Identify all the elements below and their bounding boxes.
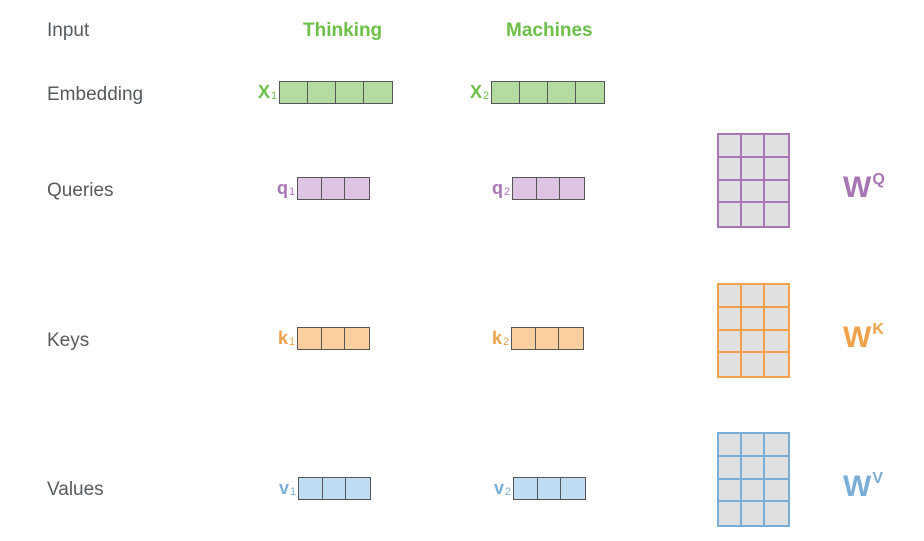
- query-label-q2: q2: [492, 178, 511, 198]
- vector-cell: [492, 82, 521, 103]
- matrix-cell: [765, 135, 788, 158]
- matrix-cell: [719, 456, 742, 480]
- key-cells-k2: [511, 327, 584, 350]
- vector-cell: [576, 82, 605, 103]
- matrix-cell: [719, 330, 742, 354]
- matrix-cell: [742, 180, 765, 204]
- matrix-cell: [765, 502, 788, 525]
- matrix-cell: [742, 307, 765, 331]
- matrix-cell: [719, 135, 742, 158]
- matrix-cell: [742, 479, 765, 503]
- matrix-cell: [765, 353, 788, 376]
- embedding-cells-x2: [491, 81, 606, 104]
- matrix-cell: [742, 157, 765, 181]
- vector-cell: [560, 178, 584, 199]
- value-cells-v2: [513, 477, 586, 500]
- vector-cell: [345, 328, 369, 349]
- weight-label-key: WK: [843, 321, 884, 354]
- weight-matrix-query: [717, 133, 790, 228]
- row-label-input: Input: [47, 20, 90, 41]
- key-label-k2: k2: [492, 328, 510, 348]
- matrix-cell: [765, 331, 788, 354]
- key-vector-k1: k1: [278, 327, 370, 350]
- query-vector-q2: q2: [492, 177, 585, 200]
- matrix-cell: [742, 330, 765, 354]
- vector-cell: [512, 328, 536, 349]
- matrix-cell: [719, 203, 742, 226]
- matrix-cell: [765, 158, 788, 181]
- vector-cell: [559, 328, 583, 349]
- matrix-cell: [765, 285, 788, 308]
- vector-cell: [280, 82, 309, 103]
- key-vector-k2: k2: [492, 327, 584, 350]
- matrix-cell: [719, 307, 742, 331]
- vector-cell: [561, 478, 585, 499]
- key-cells-k1: [297, 327, 370, 350]
- vector-cell: [346, 478, 370, 499]
- matrix-cell: [719, 180, 742, 204]
- query-vector-q1: q1: [277, 177, 370, 200]
- matrix-cell: [719, 353, 742, 376]
- matrix-cell: [719, 479, 742, 503]
- vector-cell: [513, 178, 537, 199]
- vector-cell: [321, 328, 346, 349]
- matrix-cell: [719, 285, 742, 308]
- vector-cell: [345, 178, 369, 199]
- row-label-queries: Queries: [47, 180, 114, 201]
- embedding-cells-x1: [279, 81, 394, 104]
- input-word-machines: Machines: [506, 20, 593, 41]
- embedding-label-x1: X1: [258, 82, 278, 102]
- embedding-label-x2: X2: [470, 82, 490, 102]
- vector-cell: [535, 328, 560, 349]
- matrix-cell: [742, 203, 765, 226]
- matrix-cell: [765, 181, 788, 204]
- vector-cell: [520, 82, 549, 103]
- query-label-q1: q1: [277, 178, 296, 198]
- vector-cell: [299, 478, 323, 499]
- key-label-k1: k1: [278, 328, 296, 348]
- vector-cell: [536, 178, 561, 199]
- matrix-cell: [719, 434, 742, 457]
- matrix-cell: [765, 457, 788, 480]
- query-cells-q1: [297, 177, 370, 200]
- matrix-cell: [742, 434, 765, 457]
- matrix-cell: [742, 135, 765, 158]
- matrix-cell: [742, 456, 765, 480]
- weight-matrix-key: [717, 283, 790, 378]
- row-label-keys: Keys: [47, 330, 90, 351]
- vector-cell: [537, 478, 562, 499]
- matrix-cell: [742, 285, 765, 308]
- vector-cell: [298, 178, 322, 199]
- value-cells-v1: [298, 477, 371, 500]
- value-label-v1: v1: [279, 478, 297, 498]
- query-cells-q2: [512, 177, 585, 200]
- matrix-cell: [719, 157, 742, 181]
- weight-label-query: WQ: [843, 171, 885, 204]
- weight-matrix-value: [717, 432, 790, 527]
- matrix-cell: [765, 308, 788, 331]
- matrix-cell: [765, 434, 788, 457]
- vector-cell: [514, 478, 538, 499]
- matrix-cell: [765, 203, 788, 226]
- weight-label-value: WV: [843, 470, 883, 503]
- value-label-v2: v2: [494, 478, 512, 498]
- row-label-embedding: Embedding: [47, 84, 144, 105]
- row-label-values: Values: [47, 479, 104, 500]
- vector-cell: [336, 82, 365, 103]
- matrix-cell: [742, 502, 765, 525]
- embedding-vector-x2: X2: [470, 81, 606, 104]
- vector-cell: [322, 478, 347, 499]
- vector-cell: [364, 82, 393, 103]
- value-vector-v2: v2: [494, 477, 586, 500]
- matrix-cell: [765, 480, 788, 503]
- matrix-cell: [719, 502, 742, 525]
- embedding-vector-x1: X1: [258, 81, 394, 104]
- value-vector-v1: v1: [279, 477, 371, 500]
- input-word-thinking: Thinking: [303, 20, 383, 41]
- vector-cell: [308, 82, 337, 103]
- vector-cell: [321, 178, 346, 199]
- vector-cell: [298, 328, 322, 349]
- matrix-cell: [742, 353, 765, 376]
- vector-cell: [548, 82, 577, 103]
